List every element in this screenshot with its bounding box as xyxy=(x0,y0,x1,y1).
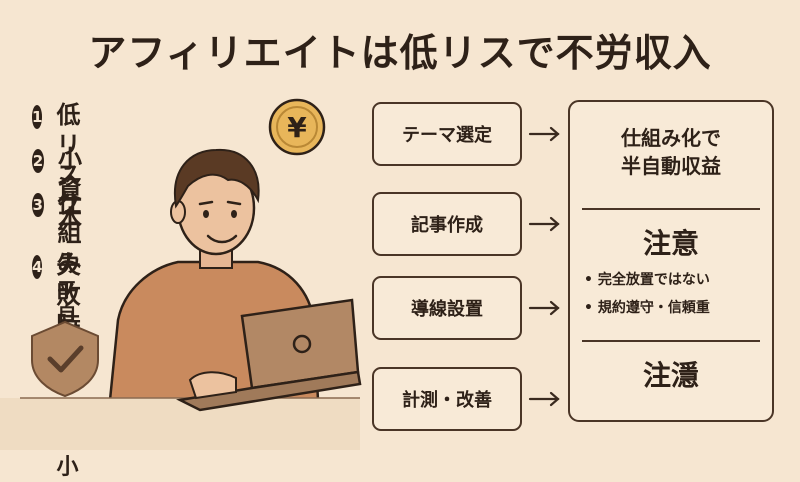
result-panel: 仕組み化で 半自動収益 注意 完全放置ではない 規約遵守・信頼重 注濦 xyxy=(568,100,774,422)
step-measure-improve: 計測・改善 xyxy=(372,367,522,431)
caution-item-1: 完全放置ではない xyxy=(584,266,710,294)
benefit-item-1: 1 低リスク xyxy=(32,100,94,220)
result-line-2: 半自動収益 xyxy=(621,154,721,178)
coin-symbol: ¥ xyxy=(287,111,307,144)
result-line-1: 仕組み化で xyxy=(621,126,721,150)
caution-heading: 注意 xyxy=(642,227,699,260)
arrow-right-icon xyxy=(528,126,560,142)
benefit-text-3: 仕組み xyxy=(57,189,82,277)
desk-surface xyxy=(0,398,360,450)
laptop-icon xyxy=(176,298,362,412)
caution-item-2: 規約遵守・信頼重 xyxy=(584,294,710,322)
number-badge-1: 1 xyxy=(32,105,43,129)
number-badge-4: 4 xyxy=(32,255,43,279)
step-theme-selection: テーマ選定 xyxy=(372,102,522,166)
page-title: アフィリエイトは低リスで不労収入 xyxy=(88,31,712,75)
bottom-heading: 注濦 xyxy=(642,359,699,392)
step-article-creation: 記事作成 xyxy=(372,192,522,256)
arrow-right-icon xyxy=(528,391,560,407)
benefit-text-2: 小資本 xyxy=(58,145,82,233)
result-divider-1 xyxy=(582,208,760,210)
arrow-right-icon xyxy=(528,216,560,232)
person-laptop-illustration: ¥ xyxy=(0,98,560,450)
yen-coin-icon: ¥ xyxy=(268,98,326,156)
number-badge-3: 3 xyxy=(32,193,44,217)
arrow-right-icon xyxy=(528,300,560,316)
result-divider-2 xyxy=(582,340,760,342)
caution-list: 完全放置ではない 規約遵守・信頼重 xyxy=(584,266,710,322)
benefit-text-1: 低リスク xyxy=(56,101,81,219)
shield-check-icon xyxy=(31,320,99,398)
benefit-item-2: 2 小資本 xyxy=(32,144,94,234)
number-badge-2: 2 xyxy=(32,149,44,173)
step-funnel-setup: 導線設置 xyxy=(372,276,522,340)
flow-arrows xyxy=(528,126,560,407)
